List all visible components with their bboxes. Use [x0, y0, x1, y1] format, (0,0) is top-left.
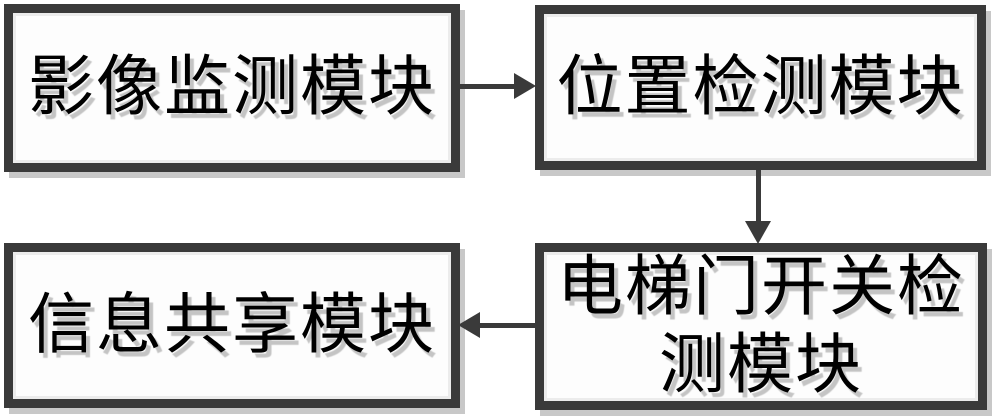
node-label-elevator-door-detection: 电梯门开关检测模块 [557, 250, 965, 402]
arrow-shaft-position-to-door [756, 170, 761, 223]
node-label-position-detection: 位置检测模块 [556, 50, 965, 124]
arrow-right-icon [514, 73, 536, 99]
arrow-shaft-door-to-sharing [479, 323, 535, 328]
node-position-detection-module: 位置检测模块 [535, 5, 986, 170]
arrow-shaft-image-to-position [458, 84, 516, 89]
node-elevator-door-detection-module: 电梯门开关检测模块 [535, 243, 987, 410]
arrow-down-icon [745, 221, 771, 244]
node-information-sharing-module: 信息共享模块 [4, 243, 460, 408]
arrow-left-icon [458, 312, 480, 338]
node-image-monitoring-module: 影像监测模块 [4, 4, 460, 172]
node-label-image-monitoring: 影像监测模块 [28, 51, 436, 124]
node-label-information-sharing: 信息共享模块 [28, 288, 436, 362]
